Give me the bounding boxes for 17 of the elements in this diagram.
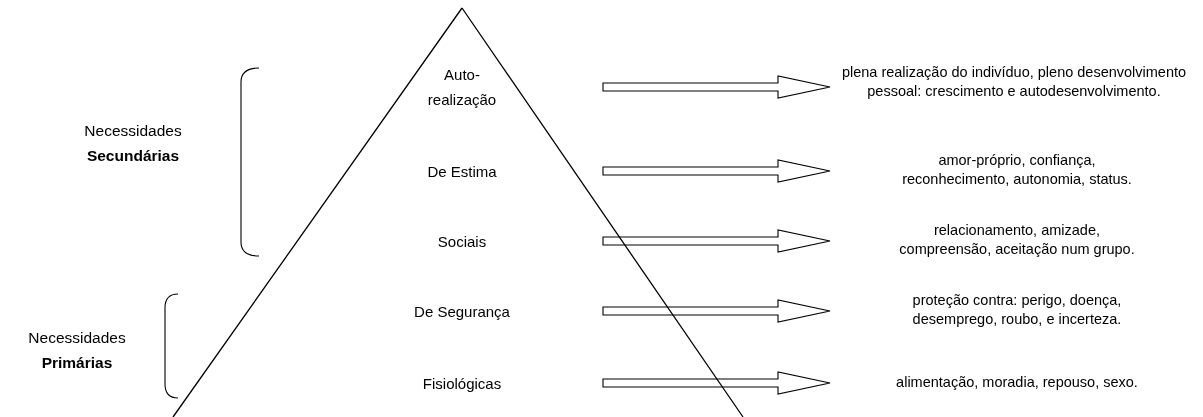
description-text: amor-próprio, confiança, reconhecimento, autonomia, status. <box>833 149 1201 191</box>
group-label: Necessidades Secundárias <box>83 121 183 166</box>
block-arrow <box>602 159 831 183</box>
description-text: proteção contra: perigo, doença, desemprego, roubo, e incerteza. <box>833 289 1201 331</box>
pyramid-level-label: De Segurança <box>397 297 603 325</box>
block-arrow <box>602 299 831 323</box>
description-text: alimentação, moradia, repouso, sexo. <box>833 371 1201 395</box>
pyramid-level-label: Auto-realização <box>416 60 603 114</box>
description-text: relacionamento, amizade, compreensão, aceitação num grupo. <box>833 219 1201 261</box>
block-arrow <box>602 229 831 253</box>
description-text: plena realização do indivíduo, pleno desenvolvimento pessoal: crescimento e autodesenvolvimento. <box>833 51 1195 113</box>
group-label: Necessidades Primárias <box>27 328 127 373</box>
pyramid-level-label: De Estima <box>397 157 603 185</box>
block-arrow <box>602 371 831 395</box>
block-arrow <box>602 75 831 99</box>
pyramid-level-label: Fisiológicas <box>397 369 603 397</box>
pyramid-level-label: Sociais <box>397 227 603 255</box>
